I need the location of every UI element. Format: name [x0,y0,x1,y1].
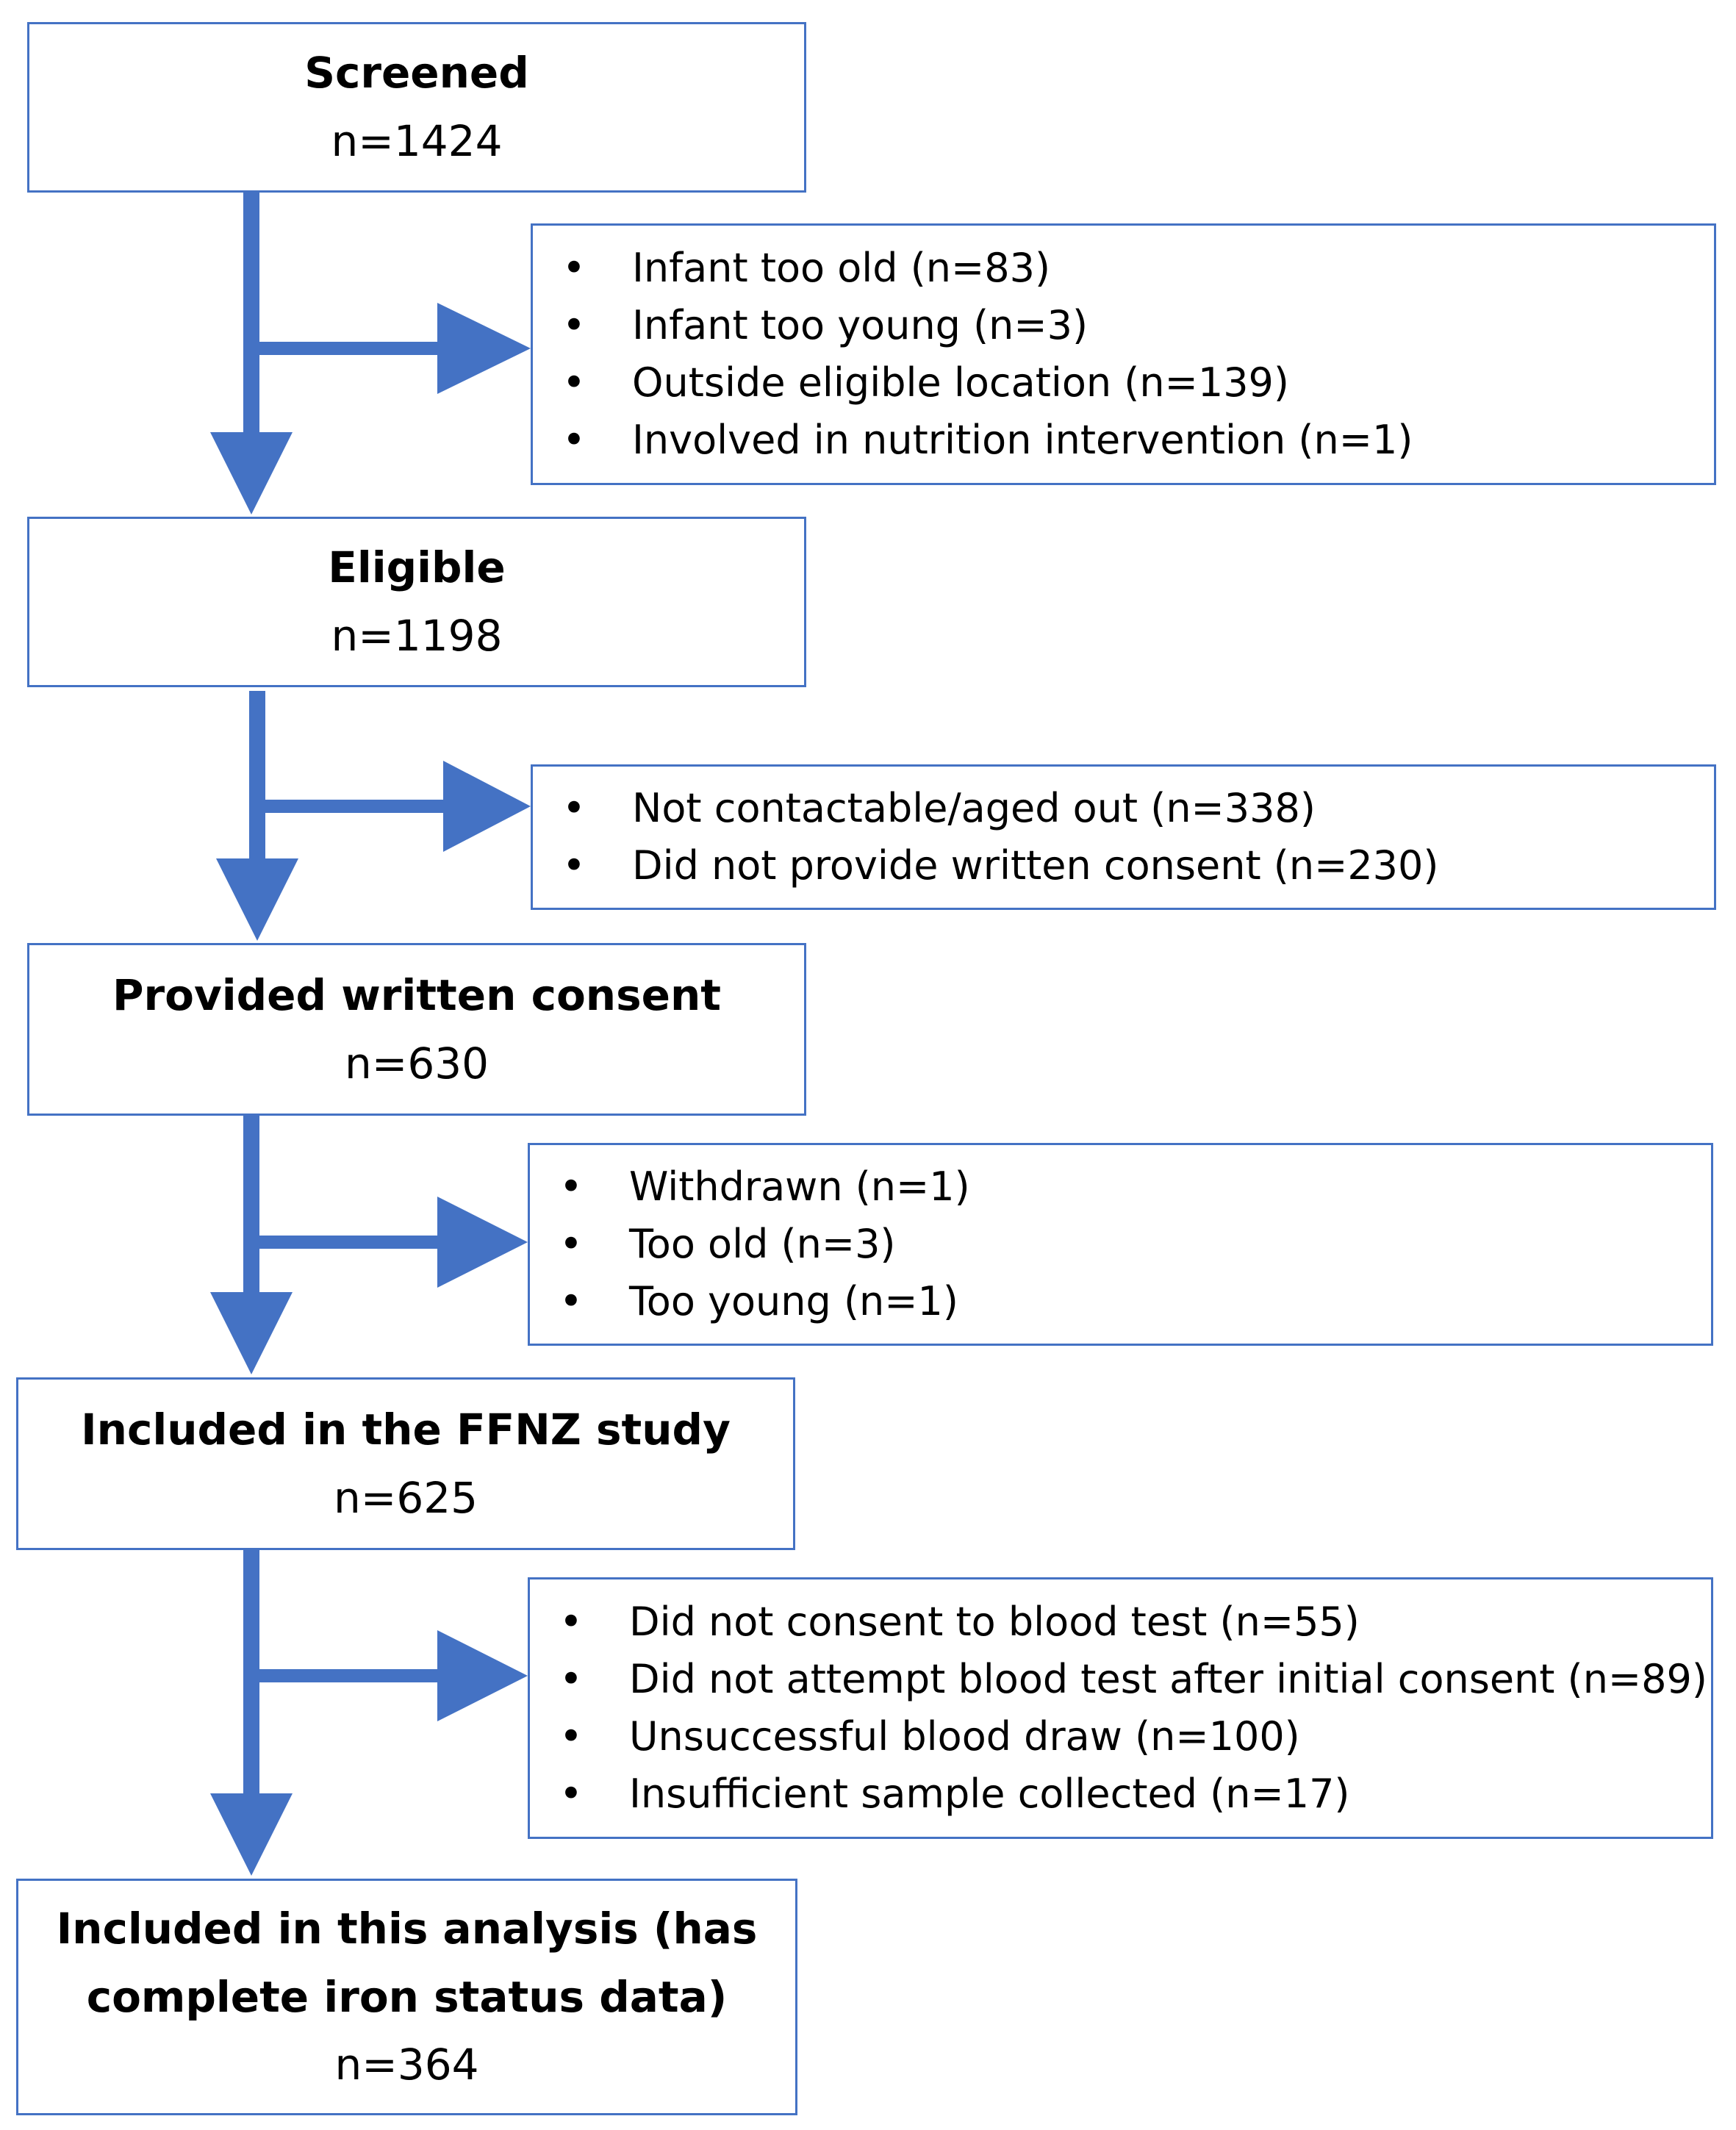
exclusion-arrow-head-1 [437,303,531,394]
exclusion-item: Unsuccessful blood draw (n=100) [530,1708,1711,1765]
flow-arrow-head-4 [210,1793,293,1876]
exclusion-item: Not contactable/aged out (n=338) [533,780,1714,837]
exclusion-item: Outside eligible location (n=139) [533,354,1714,412]
stage-title: Screened [304,48,529,98]
stage-included-this-analysis: Included in this analysis (has complete … [16,1879,797,2115]
exclusion-arrow-head-4 [437,1630,528,1721]
exclusion-box-1: Infant too old (n=83) Infant too young (… [531,223,1716,485]
stage-count: n=1424 [331,116,503,166]
exclusion-arrow-shaft-3 [251,1236,439,1249]
exclusion-box-4: Did not consent to blood test (n=55) Did… [528,1577,1713,1839]
exclusion-item: Infant too young (n=3) [533,297,1714,354]
exclusion-arrow-head-2 [443,761,531,852]
exclusion-arrow-head-3 [437,1197,528,1288]
stage-count: n=630 [344,1038,489,1089]
exclusion-item: Did not provide written consent (n=230) [533,837,1714,894]
exclusion-arrow-shaft-2 [257,800,445,813]
stage-title: Included in this analysis (has complete … [56,1903,758,2022]
exclusion-box-3: Withdrawn (n=1) Too old (n=3) Too young … [528,1143,1713,1346]
exclusion-item: Did not consent to blood test (n=55) [530,1593,1711,1651]
stage-count: n=1198 [331,611,503,661]
exclusion-item: Infant too old (n=83) [533,240,1714,297]
stage-title: Provided written consent [112,969,721,1020]
flow-arrow-head-3 [210,1292,293,1374]
stage-screened: Screened n=1424 [27,22,806,193]
stage-provided-written-consent: Provided written consent n=630 [27,943,806,1116]
exclusion-arrow-shaft-1 [251,342,439,355]
flow-arrow-head-1 [210,432,293,514]
flow-arrow-shaft-1 [243,193,259,434]
exclusion-item: Insufficient sample collected (n=17) [530,1765,1711,1823]
exclusion-item: Involved in nutrition intervention (n=1) [533,412,1714,469]
stage-eligible: Eligible n=1198 [27,517,806,687]
exclusion-item: Too old (n=3) [530,1216,1711,1273]
exclusion-box-2: Not contactable/aged out (n=338) Did not… [531,764,1716,910]
exclusion-item: Too young (n=1) [530,1273,1711,1330]
stage-count: n=364 [334,2040,479,2090]
stage-included-ffnz-study: Included in the FFNZ study n=625 [16,1377,795,1550]
exclusion-item: Withdrawn (n=1) [530,1158,1711,1216]
stage-title: Eligible [328,542,506,593]
flow-arrow-shaft-3 [243,1116,259,1294]
flow-arrow-shaft-2 [249,691,265,860]
exclusion-item: Did not attempt blood test after initial… [530,1651,1711,1708]
exclusion-arrow-shaft-4 [251,1669,439,1682]
stage-count: n=625 [333,1472,478,1523]
stage-title: Included in the FFNZ study [81,1404,731,1455]
flow-arrow-head-2 [216,858,298,941]
